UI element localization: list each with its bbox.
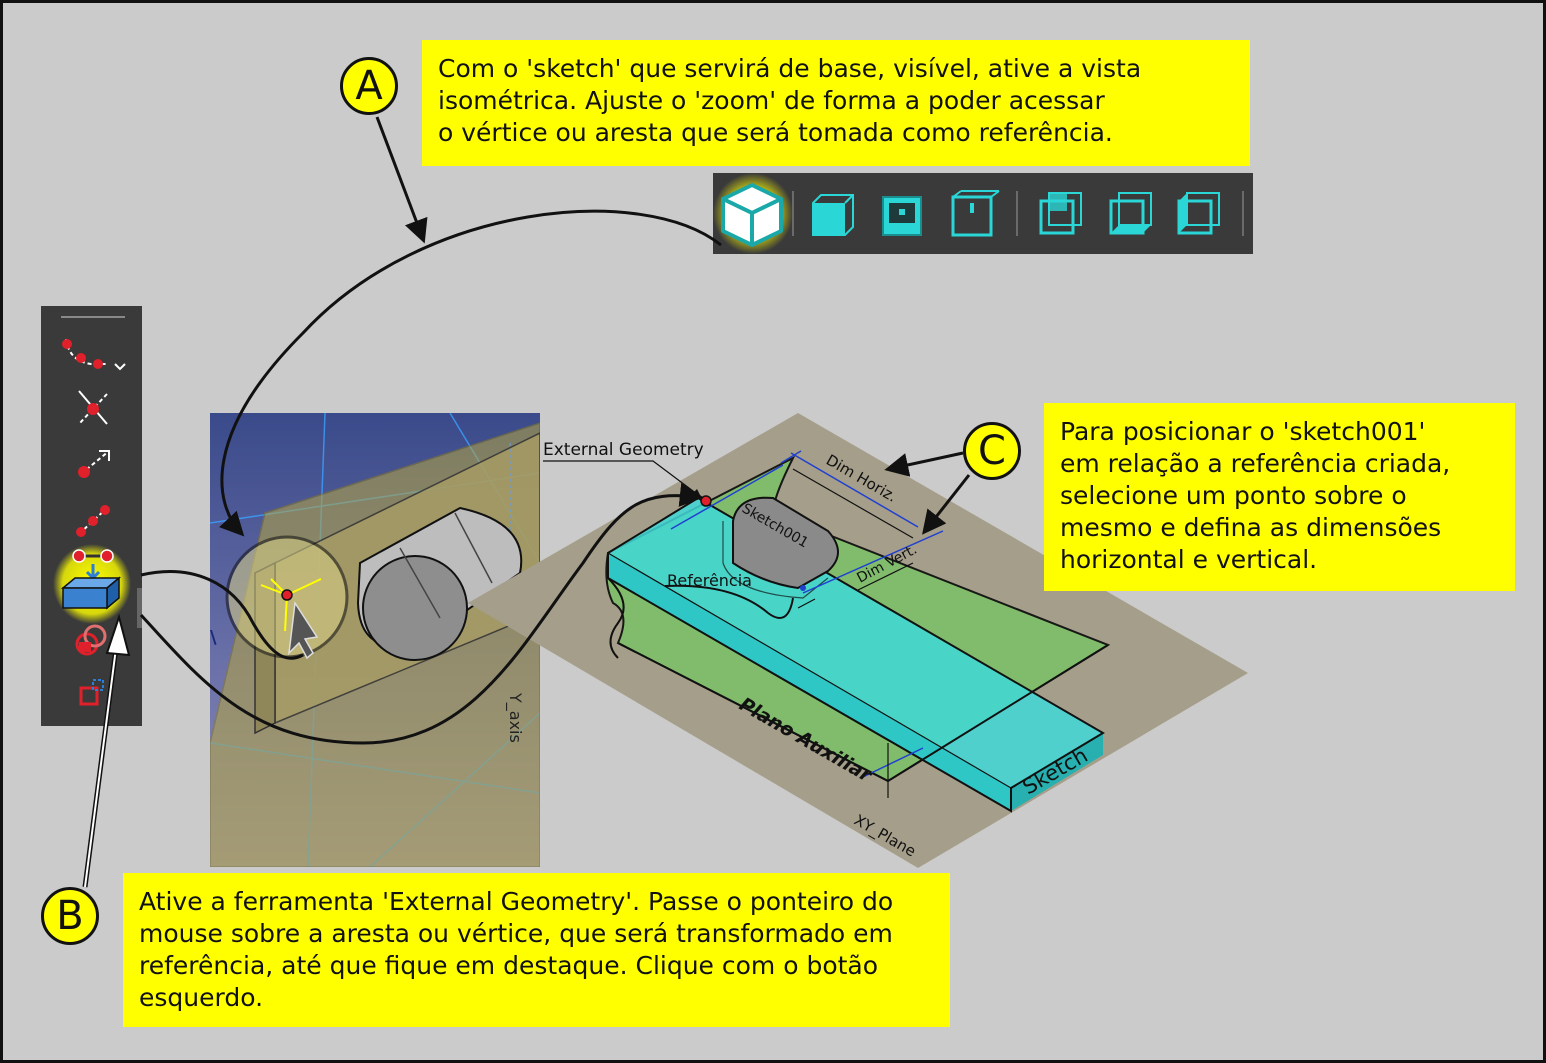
note-c-line-2: em relação a referência criada, xyxy=(1060,449,1451,478)
split-icon[interactable] xyxy=(76,505,110,537)
sketcher-toolbar xyxy=(41,306,142,726)
isometric-view-icon[interactable] xyxy=(713,173,793,254)
note-a-line-2: isométrica. Ajuste o 'zoom' de forma a p… xyxy=(438,86,1105,115)
note-a-line-1: Com o 'sketch' que servirá de base, visí… xyxy=(438,54,1142,83)
badge-b: B xyxy=(41,887,99,945)
fillet-icon[interactable] xyxy=(62,338,126,371)
reference-point[interactable] xyxy=(700,495,712,507)
external-geometry-icon[interactable] xyxy=(53,544,131,624)
note-b-line-2: mouse sobre a aresta ou vértice, que ser… xyxy=(139,919,893,948)
sketcher-toolbar-icons xyxy=(53,316,131,706)
note-c-line-3: selecione um ponto sobre o xyxy=(1060,481,1407,510)
extend-icon[interactable] xyxy=(78,450,110,478)
sketch001-slot xyxy=(722,496,839,599)
note-c: Para posicionar o 'sketch001' em relação… xyxy=(1044,403,1515,591)
note-c-line-4: mesmo e defina as dimensões xyxy=(1060,513,1442,542)
note-b-line-4: esquerdo. xyxy=(139,983,264,1012)
bottom-view-icon[interactable] xyxy=(1109,192,1152,235)
label-referencia: Referência xyxy=(667,571,752,590)
view-toolbar xyxy=(713,173,1253,254)
toolbar-scroll-handle[interactable] xyxy=(137,588,142,628)
note-c-line-5: horizontal e vertical. xyxy=(1060,545,1318,574)
left-view-icon[interactable] xyxy=(1177,192,1220,235)
badge-a: A xyxy=(340,57,398,115)
note-b: Ative a ferramenta 'External Geometry'. … xyxy=(123,873,950,1027)
right-view-icon[interactable] xyxy=(951,190,1000,237)
badge-c: C xyxy=(963,422,1021,480)
top-view-icon[interactable] xyxy=(882,196,922,236)
front-view-icon[interactable] xyxy=(812,194,854,236)
note-b-line-1: Ative a ferramenta 'External Geometry'. … xyxy=(139,887,894,916)
carbon-copy-icon[interactable] xyxy=(75,624,107,656)
dimension-arrows xyxy=(792,468,914,798)
note-b-line-3: referência, até que fique em destaque. C… xyxy=(139,951,879,980)
axis-glyph: \ xyxy=(210,627,217,648)
sketch-point[interactable] xyxy=(800,585,806,591)
note-c-line-1: Para posicionar o 'sketch001' xyxy=(1060,417,1426,446)
trim-icon[interactable] xyxy=(78,390,108,425)
rear-view-icon[interactable] xyxy=(1039,192,1082,235)
note-a: Com o 'sketch' que servirá de base, visí… xyxy=(422,40,1250,166)
label-external-geometry: External Geometry xyxy=(543,440,704,460)
view-toolbar-icons xyxy=(713,173,1244,254)
note-a-line-3: o vértice ou aresta que será tomada como… xyxy=(438,118,1113,147)
construction-mode-icon[interactable] xyxy=(79,679,104,706)
